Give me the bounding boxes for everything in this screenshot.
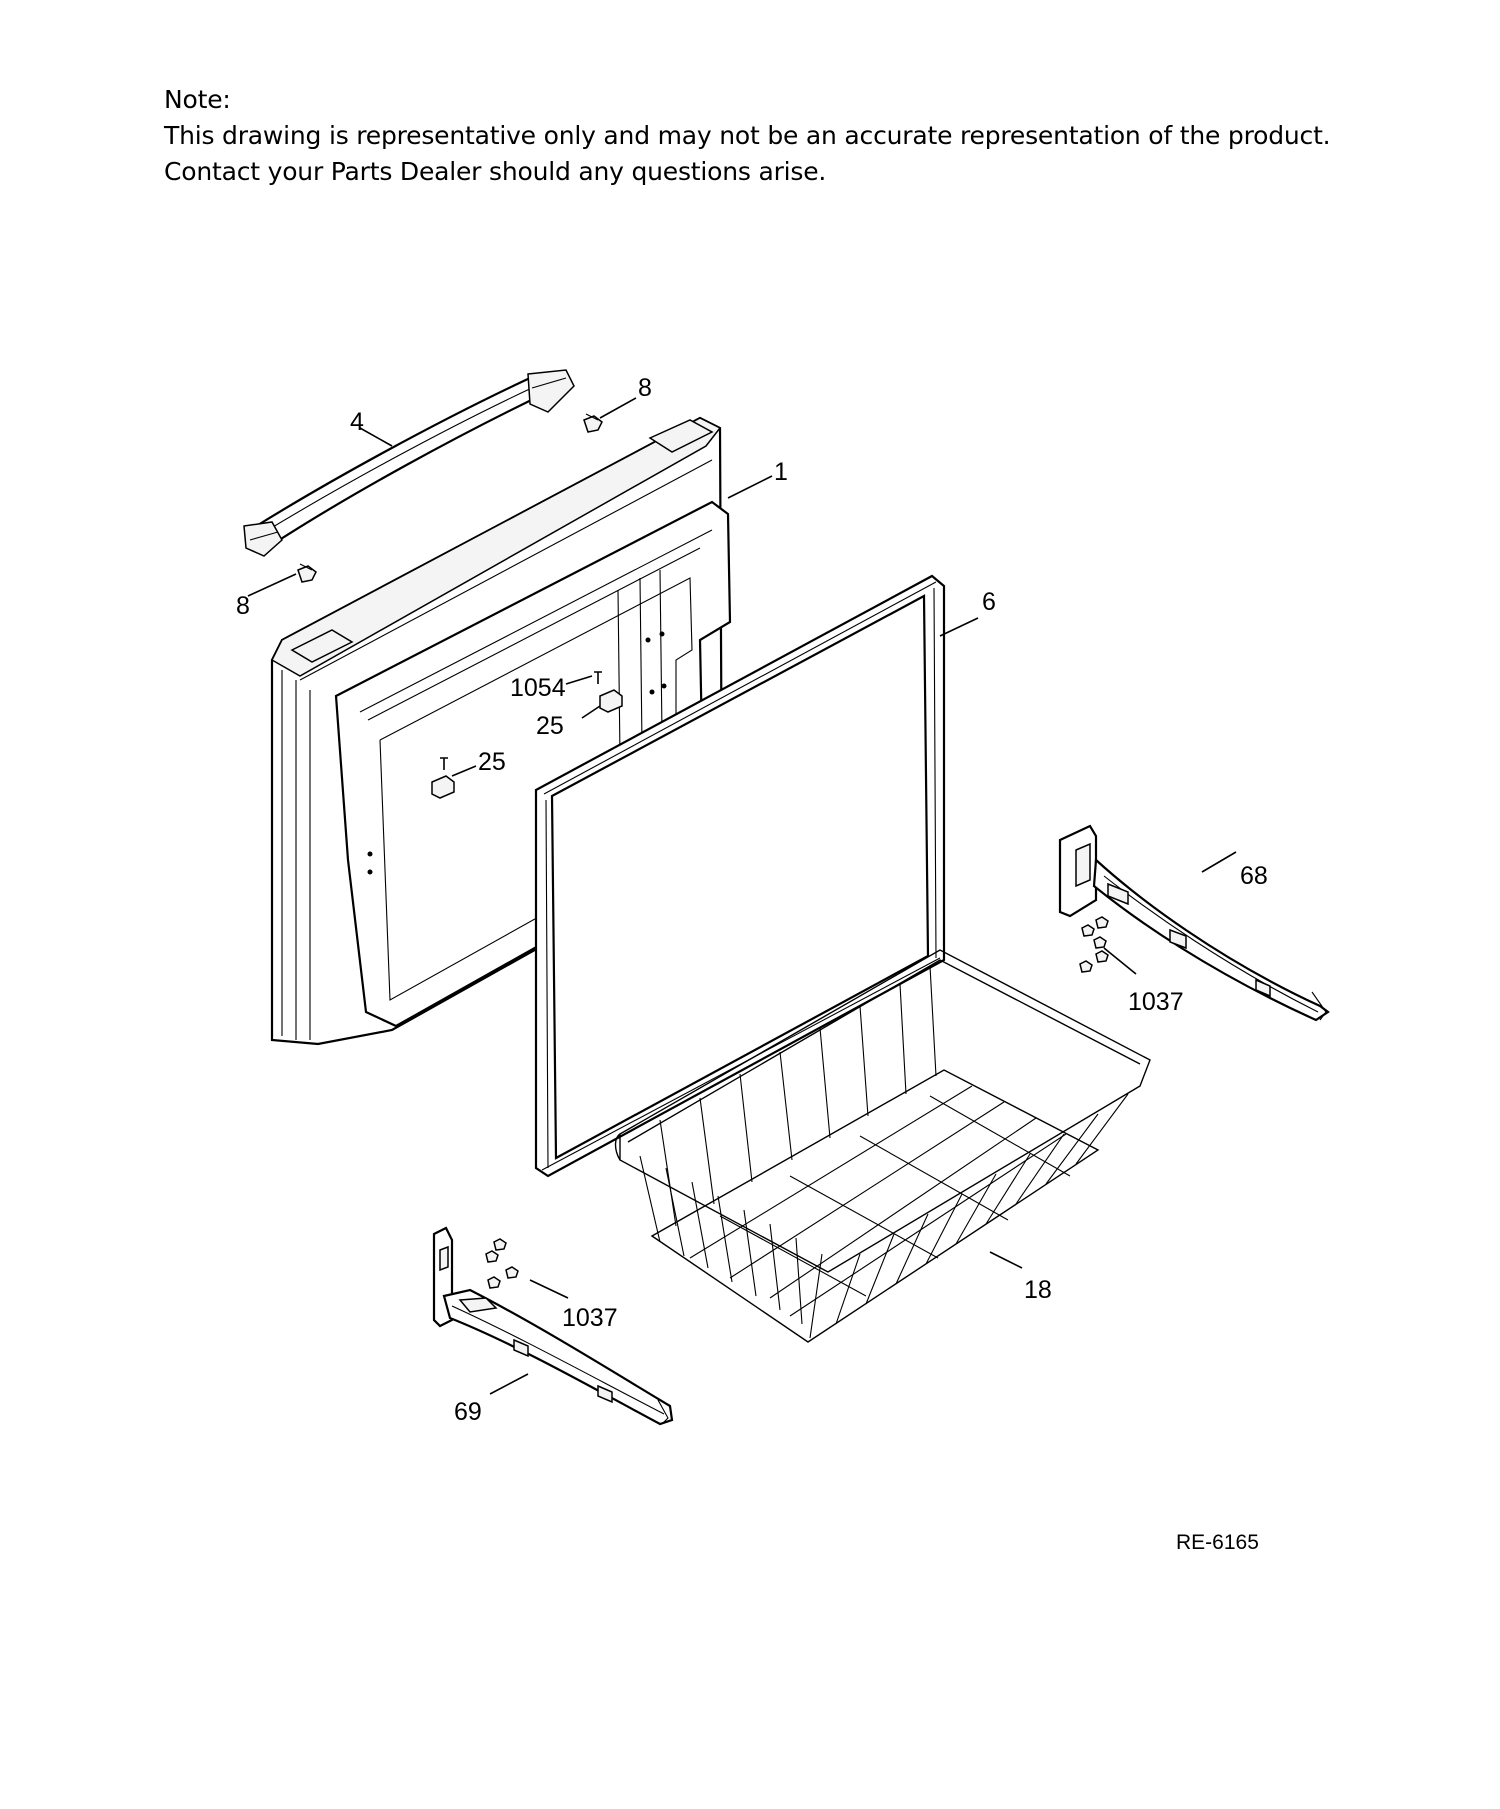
leader-lines [247, 397, 1237, 1395]
callout-door: 1 [774, 458, 788, 486]
rail-screws-right [1079, 916, 1109, 973]
door-gasket [534, 574, 946, 1178]
door-stop-screw [594, 671, 602, 684]
callout-rail-right: 68 [1240, 862, 1268, 890]
callout-door-stop-screw: 1054 [510, 674, 566, 702]
callout-handle: 4 [350, 408, 364, 436]
callout-screw-left: 8 [236, 592, 250, 620]
wire-basket [614, 949, 1151, 1343]
callout-gasket: 6 [982, 588, 996, 616]
callout-basket: 18 [1024, 1276, 1052, 1304]
callout-rail-screws-left: 1037 [562, 1304, 618, 1332]
callout-rail-left: 69 [454, 1398, 482, 1426]
rail-screws-left [485, 1238, 519, 1289]
callout-rail-screws-right: 1037 [1128, 988, 1184, 1016]
note-heading: Note: [164, 85, 231, 114]
callout-screw-top: 8 [638, 374, 652, 402]
note-line-representative: This drawing is representative only and … [164, 121, 1331, 150]
door-stop-right [599, 689, 623, 713]
callout-door-stop-left: 25 [478, 748, 506, 776]
handle-screw-left [297, 563, 317, 583]
slide-rail-right [1058, 824, 1330, 1022]
door-handle [243, 369, 575, 557]
door-stop-left [431, 757, 455, 799]
disclaimer-note: Note: This drawing is representative onl… [164, 82, 1404, 190]
note-line-contact: Contact your Parts Dealer should any que… [164, 157, 827, 186]
handle-screw-top [583, 413, 603, 433]
diagram-reference-code: RE-6165 [1176, 1531, 1259, 1554]
callout-door-stop-right: 25 [536, 712, 564, 740]
slide-rail-left [432, 1226, 674, 1426]
